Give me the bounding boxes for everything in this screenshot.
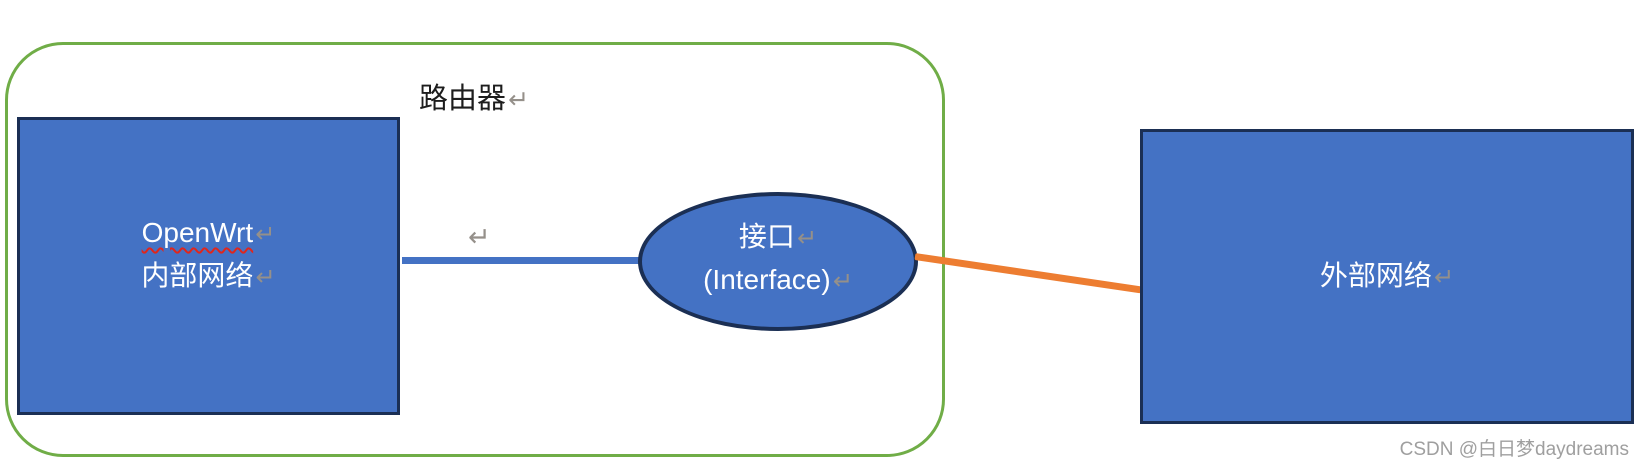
csdn-watermark: CSDN @白日梦daydreams <box>1399 439 1629 460</box>
internal-network-title-line: OpenWrt↵ <box>141 212 276 255</box>
router-group-label-text: 路由器 <box>419 83 507 115</box>
return-mark-icon: ↵ <box>796 224 818 252</box>
return-mark-icon: ↵ <box>832 267 853 295</box>
wan-connector-line <box>914 253 1143 294</box>
external-network-label-line: 外部网络↵ <box>1320 255 1454 298</box>
external-network-box: 外部网络↵ <box>1140 129 1634 424</box>
return-mark-icon: ↵ <box>255 264 276 291</box>
interface-text: 接口↵ (Interface)↵ <box>703 216 853 302</box>
interface-subtitle-line: (Interface)↵ <box>703 259 853 302</box>
external-network-text: 外部网络↵ <box>1320 255 1454 298</box>
return-mark-icon: ↵ <box>255 221 276 248</box>
return-mark-icon: ↵ <box>1433 264 1455 291</box>
lan-connector-line <box>402 257 639 264</box>
return-mark-icon: ↵ <box>508 86 529 114</box>
interface-title: 接口 <box>738 220 795 252</box>
internal-network-subtitle: 内部网络 <box>141 260 254 291</box>
router-group-box <box>5 42 945 457</box>
internal-network-box: OpenWrt↵ 内部网络↵ <box>17 117 400 415</box>
external-network-label: 外部网络 <box>1319 260 1432 291</box>
return-mark-icon: ↵ <box>468 222 491 252</box>
interface-subtitle: (Interface) <box>703 263 831 295</box>
interface-ellipse: 接口↵ (Interface)↵ <box>638 192 918 331</box>
internal-network-title: OpenWrt <box>141 217 254 248</box>
interface-title-line: 接口↵ <box>703 216 853 259</box>
internal-network-text: OpenWrt↵ 内部网络↵ <box>141 212 275 298</box>
router-group-label: 路由器↵ <box>419 83 529 116</box>
internal-network-subtitle-line: 内部网络↵ <box>141 255 275 298</box>
